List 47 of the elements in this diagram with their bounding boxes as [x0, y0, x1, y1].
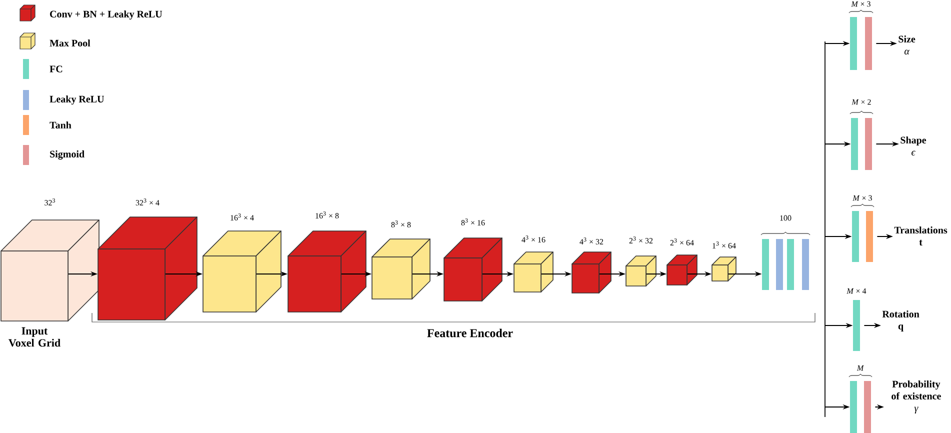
dimension-label: 8$^{3}$ × 16	[461, 218, 485, 226]
dimension-label: M × 3	[852, 195, 872, 201]
dimension-label: 16$^{3}$ × 8	[316, 212, 339, 218]
cube	[372, 238, 430, 300]
dimension-label: 8$^{3}$ × 8	[391, 220, 411, 228]
dimension-label: 4$^{3}$ × 32	[580, 238, 604, 244]
output-label: Shape ϵ	[900, 136, 926, 156]
dimension-label: M × 3	[851, 1, 870, 7]
dimension-label: 2$^{3}$ × 64	[670, 238, 694, 246]
output-label: Size α	[898, 35, 916, 55]
layer-bars	[762, 239, 809, 290]
legend-label: Tanh	[50, 121, 72, 128]
cube	[666, 254, 698, 286]
legend-label: Sigmoid	[50, 150, 84, 160]
dimension-label: M × 2	[852, 99, 871, 105]
layer-bars	[852, 211, 873, 262]
dimension-label: 4$^{3}$ × 16	[522, 236, 546, 242]
encoder-label: Feature Encoder	[427, 328, 513, 338]
cube	[202, 230, 282, 312]
output-label: Rotation q	[882, 310, 920, 332]
layer-bars	[851, 118, 872, 170]
legend-label: Leaky ReLU	[50, 95, 104, 105]
layer-bars	[853, 300, 860, 351]
cube	[444, 238, 502, 302]
legend-label: Max Pool	[50, 39, 90, 46]
cube	[626, 256, 656, 286]
dimension-label: 100	[780, 215, 792, 221]
dimension-label: M × 4	[846, 288, 866, 294]
legend-label: Conv + BN + Leaky ReLU	[50, 10, 162, 20]
cube	[98, 216, 198, 320]
cube	[712, 256, 736, 282]
output-label: Probability of existence γ	[892, 380, 941, 414]
dimension-label: 16$^{3}$ × 4	[230, 214, 254, 220]
layer-bars	[850, 381, 871, 433]
dimension-label: 32$^{3}$ × 4	[136, 198, 160, 206]
dimension-label: 1$^{3}$ × 64	[712, 242, 736, 248]
cube	[0, 220, 100, 322]
output-label: Translations t	[894, 226, 948, 246]
cube	[572, 252, 612, 294]
dimension-label: 32$^{3}$	[44, 198, 56, 206]
dimension-label: M	[856, 365, 864, 371]
input-label: Input Voxel Grid	[8, 327, 60, 347]
dimension-label: 2$^{3}$ × 32	[629, 236, 653, 244]
cube	[288, 230, 366, 312]
layer-bars	[850, 17, 872, 70]
legend-label: FC	[50, 66, 62, 72]
cube	[514, 252, 554, 292]
